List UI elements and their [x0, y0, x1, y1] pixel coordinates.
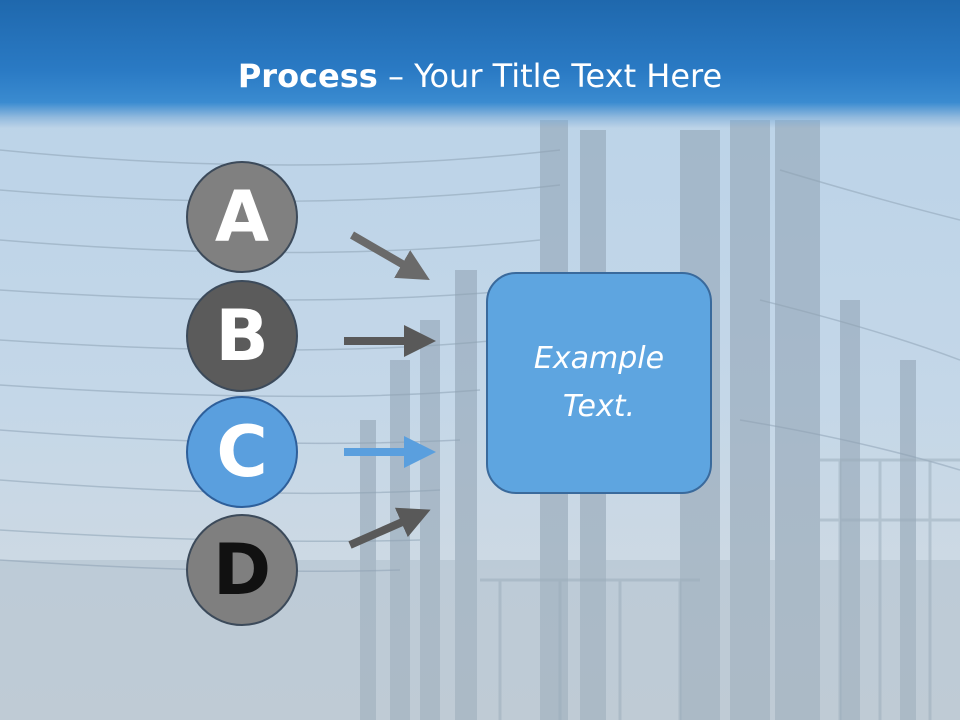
step-circle-c: C: [186, 396, 298, 508]
arrow-d: [348, 507, 431, 549]
step-circle-d: D: [186, 514, 298, 626]
title-rest: – Your Title Text Here: [377, 57, 723, 95]
arrow-a: [349, 231, 430, 281]
step-letter-a: A: [214, 176, 270, 258]
title-strong: Process: [237, 57, 378, 95]
page-title: Process – Your Title Text Here: [0, 54, 960, 98]
example-text-box: Example Text.: [486, 272, 712, 494]
step-letter-d: D: [212, 529, 272, 611]
example-text: Example Text.: [533, 341, 665, 424]
title-bar: Process – Your Title Text Here: [0, 0, 960, 128]
step-circle-b: B: [186, 280, 298, 392]
step-letter-b: B: [215, 295, 269, 377]
step-circle-a: A: [186, 161, 298, 273]
step-letter-c: C: [216, 411, 268, 493]
